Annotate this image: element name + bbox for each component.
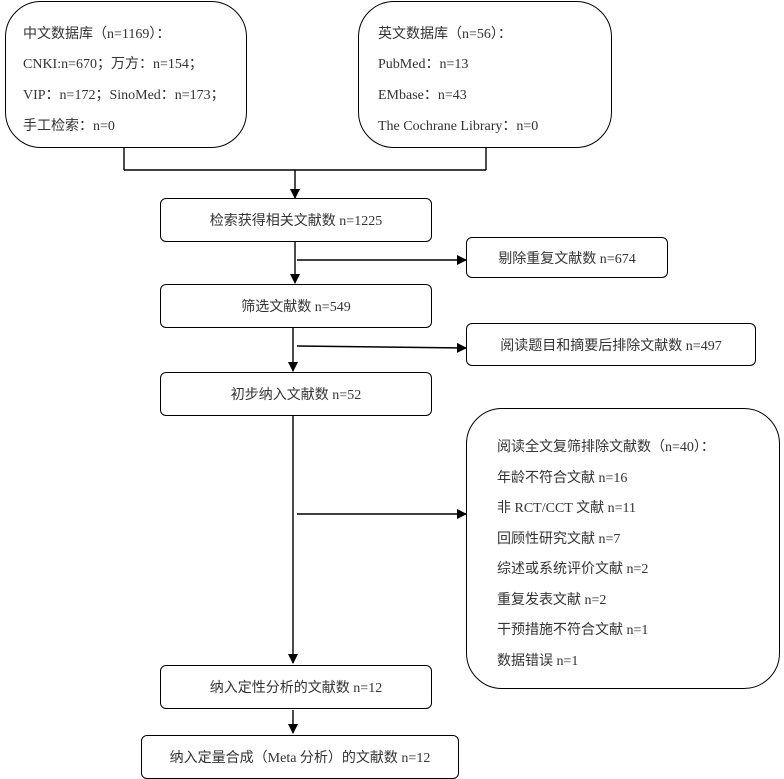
fulltext-excluded-item: 干预措施不符合文献 n=1 (497, 623, 649, 638)
excluded-title-abstract-box: 阅读题目和摘要后排除文献数 n=497 (466, 323, 756, 366)
en-db-header: 英文数据库（n=56）： (378, 27, 512, 42)
en-db-embase: EMbase：n=43 (378, 88, 467, 103)
chinese-database-box: 中文数据库（n=1169）： CNKI:n=670；万方：n=154； VIP：… (5, 1, 247, 148)
qualitative-synthesis-label: 纳入定性分析的文献数 n=12 (209, 681, 383, 696)
fulltext-excluded-item: 重复发表文献 n=2 (497, 593, 607, 608)
cn-db-header: 中文数据库（n=1169）： (23, 27, 171, 42)
quantitative-synthesis-label: 纳入定量合成（Meta 分析）的文献数 n=12 (169, 751, 431, 766)
qualitative-synthesis-box: 纳入定性分析的文献数 n=12 (160, 665, 432, 709)
screened-label: 筛选文献数 n=549 (241, 300, 351, 315)
fulltext-excluded-item: 非 RCT/CCT 文献 n=11 (497, 501, 636, 516)
excluded-title-abstract-label: 阅读题目和摘要后排除文献数 n=497 (500, 338, 722, 354)
en-db-cochrane: The Cochrane Library：n=0 (378, 119, 539, 134)
screened-box: 筛选文献数 n=549 (160, 284, 432, 328)
arrow-to-excluded-title (296, 342, 467, 353)
duplicates-removed-box: 剔除重复文献数 n=674 (466, 237, 668, 278)
cn-db-vip: VIP：n=172；SinoMed：n=173； (23, 88, 225, 103)
fulltext-excluded-item: 年龄不符合文献 n=16 (497, 471, 628, 486)
duplicates-removed-label: 剔除重复文献数 n=674 (498, 251, 636, 267)
fulltext-excluded-box: 阅读全文复筛排除文献数（n=40）： 年龄不符合文献 n=16 非 RCT/CC… (466, 408, 780, 689)
english-database-box: 英文数据库（n=56）： PubMed：n=13 EMbase：n=43 The… (358, 1, 612, 148)
quantitative-synthesis-box: 纳入定量合成（Meta 分析）的文献数 n=12 (141, 735, 459, 779)
retrieved-box: 检索获得相关文献数 n=1225 (160, 198, 432, 242)
fulltext-excluded-header: 阅读全文复筛排除文献数（n=40）： (497, 440, 715, 455)
cn-db-cnki: CNKI:n=670；万方：n=154； (23, 57, 203, 72)
fulltext-excluded-item: 回顾性研究文献 n=7 (497, 532, 621, 547)
initially-included-box: 初步纳入文献数 n=52 (160, 372, 432, 416)
fulltext-excluded-item: 数据错误 n=1 (497, 654, 579, 669)
initially-included-label: 初步纳入文献数 n=52 (230, 388, 362, 403)
retrieved-label: 检索获得相关文献数 n=1225 (209, 214, 383, 229)
cn-db-manual: 手工检索：n=0 (23, 119, 115, 134)
en-db-pubmed: PubMed：n=13 (378, 57, 469, 72)
fulltext-excluded-item: 综述或系统评价文献 n=2 (497, 562, 649, 577)
